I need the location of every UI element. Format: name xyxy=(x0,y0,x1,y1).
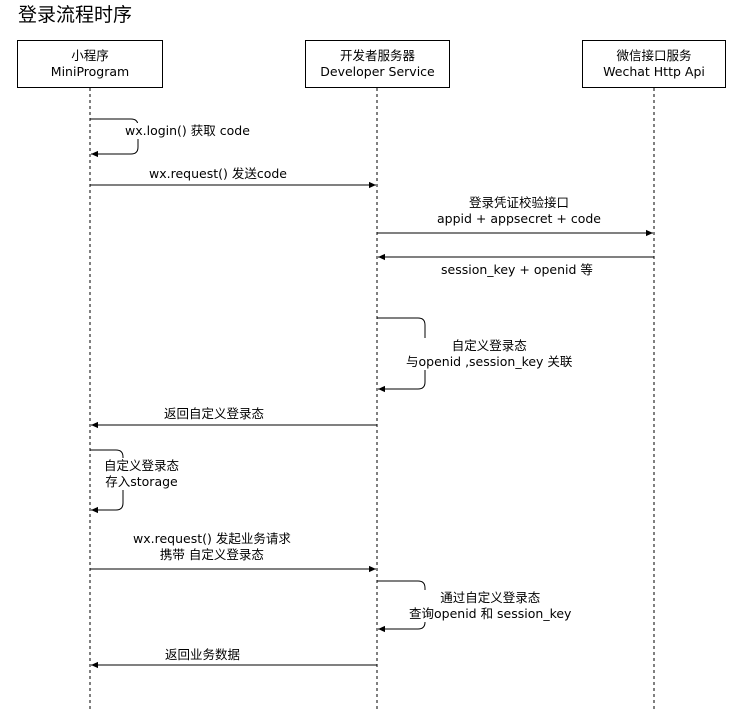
msg-8-line-1: wx.request() 发起业务请求 xyxy=(133,531,291,546)
msg-3-line-2: appid + appsecret + code xyxy=(437,211,601,226)
msg-8-label: wx.request() 发起业务请求 携带 自定义登录态 xyxy=(132,531,292,563)
msg-8-line-2: 携带 自定义登录态 xyxy=(159,547,264,562)
msg-2-line-1: wx.request() 发送code xyxy=(149,166,287,181)
participant-developer-service-sub: Developer Service xyxy=(320,64,435,79)
diagram-title: 登录流程时序 xyxy=(18,4,133,26)
msg-9-line-1: 通过自定义登录态 xyxy=(440,590,541,605)
participant-wechat-api-name: 微信接口服务 xyxy=(616,48,692,63)
msg-10-label: 返回业务数据 xyxy=(164,647,242,663)
msg-4-label: session_key + openid 等 xyxy=(440,262,594,278)
msg-2-label: wx.request() 发送code xyxy=(148,166,288,182)
participant-miniprogram-name: 小程序 xyxy=(71,48,109,63)
msg-4-line-1: session_key + openid 等 xyxy=(441,262,593,277)
participant-wechat-api-sub: Wechat Http Api xyxy=(603,64,705,79)
msg-9-label: 通过自定义登录态 查询openid 和 session_key xyxy=(408,590,573,622)
msg-7-line-2: 存入storage xyxy=(105,474,178,489)
msg-10-line-1: 返回业务数据 xyxy=(165,647,241,662)
participant-wechat-api: 微信接口服务 Wechat Http Api xyxy=(582,40,726,88)
msg-9-line-2: 查询openid 和 session_key xyxy=(409,606,572,621)
msg-6-line-1: 返回自定义登录态 xyxy=(164,406,265,421)
msg-6-label: 返回自定义登录态 xyxy=(163,406,266,422)
msg-1-line-1: wx.login() 获取 code xyxy=(125,123,250,138)
msg-5-line-2: 与openid ,session_key 关联 xyxy=(406,354,573,369)
msg-5-label: 自定义登录态 与openid ,session_key 关联 xyxy=(405,338,574,370)
participant-developer-service: 开发者服务器 Developer Service xyxy=(305,40,450,88)
msg-3-line-1: 登录凭证校验接口 xyxy=(468,195,569,210)
participant-miniprogram-sub: MiniProgram xyxy=(50,64,130,79)
participant-miniprogram: 小程序 MiniProgram xyxy=(17,40,163,88)
msg-5-line-1: 自定义登录态 xyxy=(451,338,527,353)
msg-7-line-1: 自定义登录态 xyxy=(104,458,180,473)
msg-7-label: 自定义登录态 存入storage xyxy=(103,458,181,490)
msg-3-label: 登录凭证校验接口 appid + appsecret + code xyxy=(436,195,602,227)
participant-developer-service-name: 开发者服务器 xyxy=(339,48,415,63)
msg-1-label: wx.login() 获取 code xyxy=(124,123,251,139)
